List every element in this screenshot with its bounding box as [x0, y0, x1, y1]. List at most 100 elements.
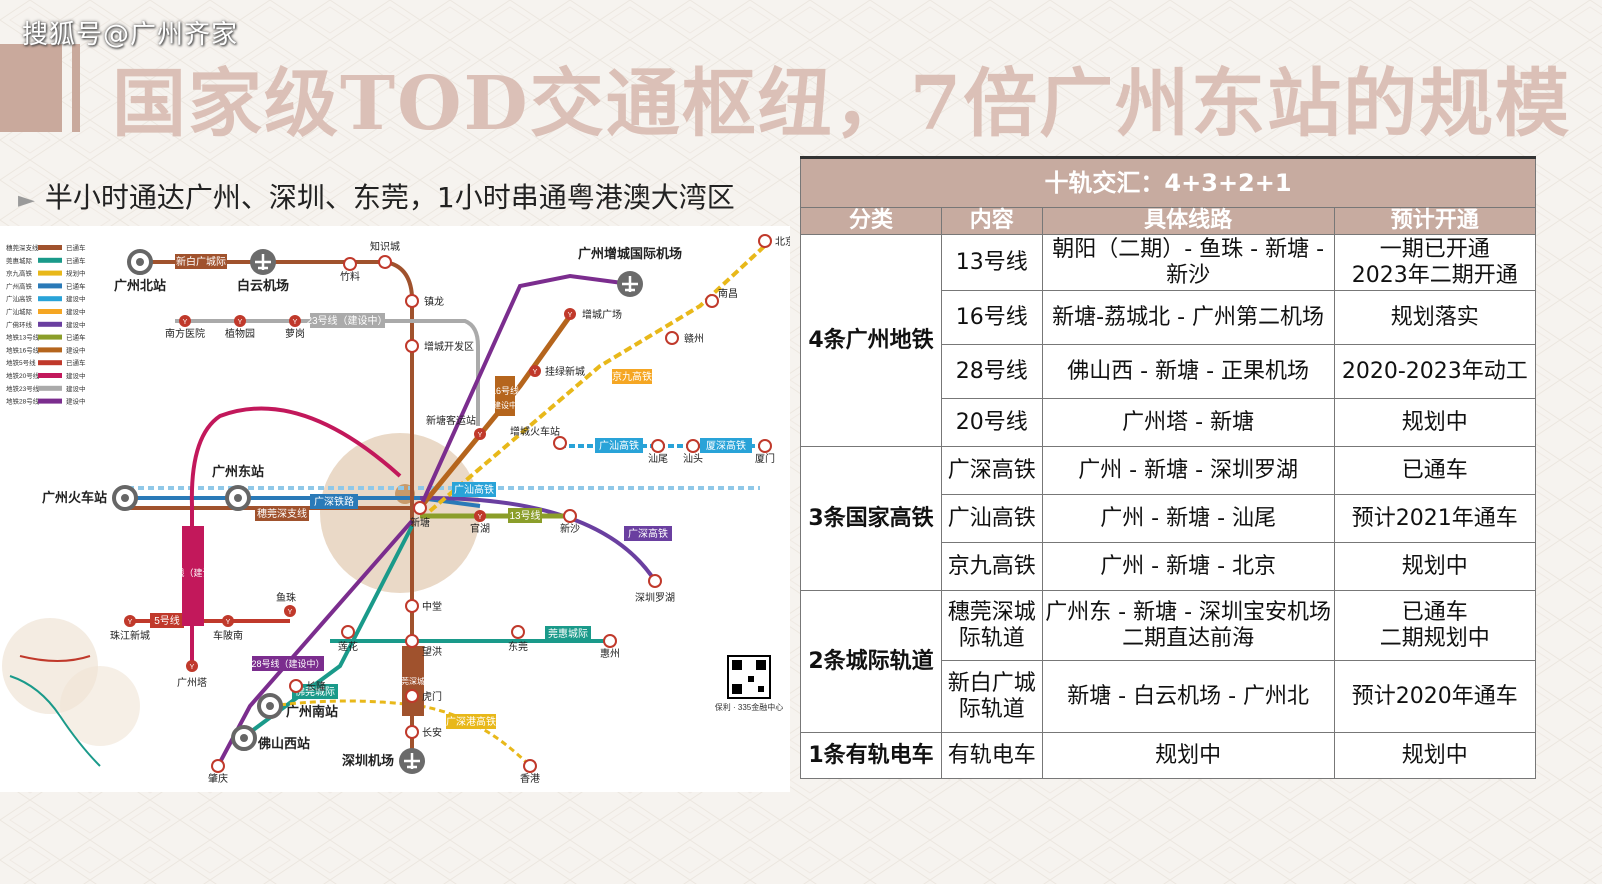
station-zhaoqing: 肇庆 — [208, 759, 228, 785]
table-row: 1条有轨电车有轨电车规划中规划中 — [800, 732, 1537, 779]
legend-swatch — [38, 270, 62, 276]
line-label-xinbai: 新白广城际 — [176, 255, 226, 268]
station-zhizhicheng: 知识城 — [370, 240, 400, 269]
station-label: 汕头 — [683, 453, 703, 465]
legend-status: 建设中 — [66, 307, 86, 316]
station-label: 肇庆 — [208, 772, 228, 785]
station-yuzhu: Y鱼珠 — [276, 591, 296, 617]
line-label-23: 23号线（建设中） — [306, 314, 387, 327]
label-box — [175, 254, 227, 269]
station-label: 萝岗 — [285, 328, 305, 340]
legend-swatch — [38, 257, 62, 263]
line-label-jingjiu: 京九高铁 — [612, 370, 652, 383]
legend-status: 建设中 — [66, 397, 86, 406]
station-label: 广州增城国际机场 — [578, 246, 682, 261]
station-luogang: Y萝岗 — [285, 315, 305, 340]
station-label: 深圳机场 — [342, 753, 394, 768]
line-label-guangshen-hsr: 广深高铁 — [628, 527, 668, 540]
station-label: 车陂南 — [213, 629, 243, 642]
station-dot — [705, 294, 719, 308]
category-cell: 3条国家高铁 — [800, 446, 942, 591]
station-label: 虎门 — [422, 690, 442, 703]
table-caption-row: 十轨交汇：4+3+2+1 — [800, 156, 1536, 208]
station-dot — [378, 255, 392, 269]
route-cell: 广州塔 - 新塘 — [1041, 398, 1335, 447]
plane-glyph — [622, 276, 638, 292]
metro-station-icon — [124, 615, 136, 627]
station-dot — [405, 689, 419, 703]
map-stations: 广州北站白云机场知识城竹料镇龙增城开发区Y南方医院Y植物园Y萝岗广州增城国际机场… — [42, 234, 790, 785]
open-cell: 规划中 — [1333, 542, 1537, 591]
plane-glyph — [404, 753, 420, 769]
station-label: 南方医院 — [165, 327, 205, 340]
label-box — [545, 626, 591, 641]
content-cell: 京九高铁 — [940, 542, 1043, 591]
legend-swatch — [38, 347, 62, 353]
station-label: 南昌 — [718, 287, 738, 300]
content-cell: 广深高铁 — [940, 446, 1043, 495]
line-label-guangfo-ring: 广深港高铁 — [446, 715, 496, 728]
legend-item: 广州高铁已通车 — [6, 281, 86, 290]
open-cell: 规划中 — [1333, 732, 1537, 779]
station-label: 东莞 — [508, 640, 528, 653]
line-label-guangshan: 广汕高铁 — [599, 439, 639, 452]
line-20 — [189, 406, 402, 666]
station-label: 望洪 — [422, 645, 442, 658]
route-cell: 新塘-荔城北 - 广州第二机场 — [1041, 290, 1335, 345]
metro-glyph: Y — [238, 319, 243, 326]
station-dot — [758, 234, 772, 248]
metro-glyph: Y — [478, 514, 483, 521]
station-dot — [553, 436, 567, 450]
qr-block — [732, 684, 742, 694]
station-label: 汕尾 — [648, 453, 668, 465]
legend-status: 已通车 — [66, 333, 86, 342]
route-cell: 广州 - 新塘 - 北京 — [1041, 542, 1335, 591]
station-label: 长隆 — [306, 680, 326, 693]
legend-status: 已通车 — [66, 358, 86, 367]
station-dot — [603, 634, 617, 648]
label-box — [452, 482, 496, 497]
route-cell: 佛山西 - 新塘 - 正果机场 — [1041, 344, 1335, 399]
station-shenzhen-airport: 深圳机场 — [342, 748, 425, 774]
station-label: 增城广场 — [582, 308, 622, 321]
legend-swatch — [38, 360, 62, 366]
qr-code: 保利 · 335金融中心 — [715, 655, 783, 712]
line-label-5: 5号线 — [154, 614, 180, 627]
line-16 — [418, 314, 573, 510]
line-guangfo-ring-north — [418, 273, 631, 509]
metro-glyph: Y — [533, 369, 538, 376]
station-dot — [211, 759, 225, 773]
station-shantou: 汕头 — [683, 439, 703, 465]
legend-status: 建设中 — [66, 294, 86, 303]
hub-station-dot — [266, 702, 274, 710]
label-box — [255, 506, 309, 521]
open-cell: 预计2021年通车 — [1333, 494, 1537, 543]
legend-item: 地铁5号线已通车 — [6, 358, 86, 367]
station-label: 长安 — [422, 726, 442, 739]
station-guangzhou-train: 广州火车站 — [42, 485, 138, 511]
station-label: 广州东站 — [212, 464, 264, 479]
metro-glyph: Y — [183, 319, 188, 326]
station-label: 莲花 — [338, 640, 358, 653]
legend-status: 建设中 — [66, 345, 86, 354]
legend-name: 莞惠城际 — [6, 256, 33, 265]
hub-station-dot — [121, 494, 129, 502]
line-label-20: 20号线（建设中） — [156, 567, 229, 578]
station-zhongtang: 中堂 — [405, 599, 442, 613]
station-shanwei: 汕尾 — [648, 439, 668, 465]
page-title: 国家级TOD交通枢纽，7倍广州东站的规模 — [112, 61, 1572, 147]
station-dot — [341, 625, 355, 639]
station-label: 赣州 — [684, 332, 704, 345]
legend-item: 穗莞深支线已通车 — [6, 243, 86, 252]
station-label: 北京 — [775, 235, 790, 248]
metro-station-icon — [474, 510, 486, 522]
label-box — [310, 494, 358, 509]
metro-glyph: Y — [190, 664, 195, 671]
label-box — [624, 526, 672, 541]
station-dongguan: 东莞 — [508, 625, 528, 653]
line-label-16b: (建设中) — [490, 400, 520, 410]
